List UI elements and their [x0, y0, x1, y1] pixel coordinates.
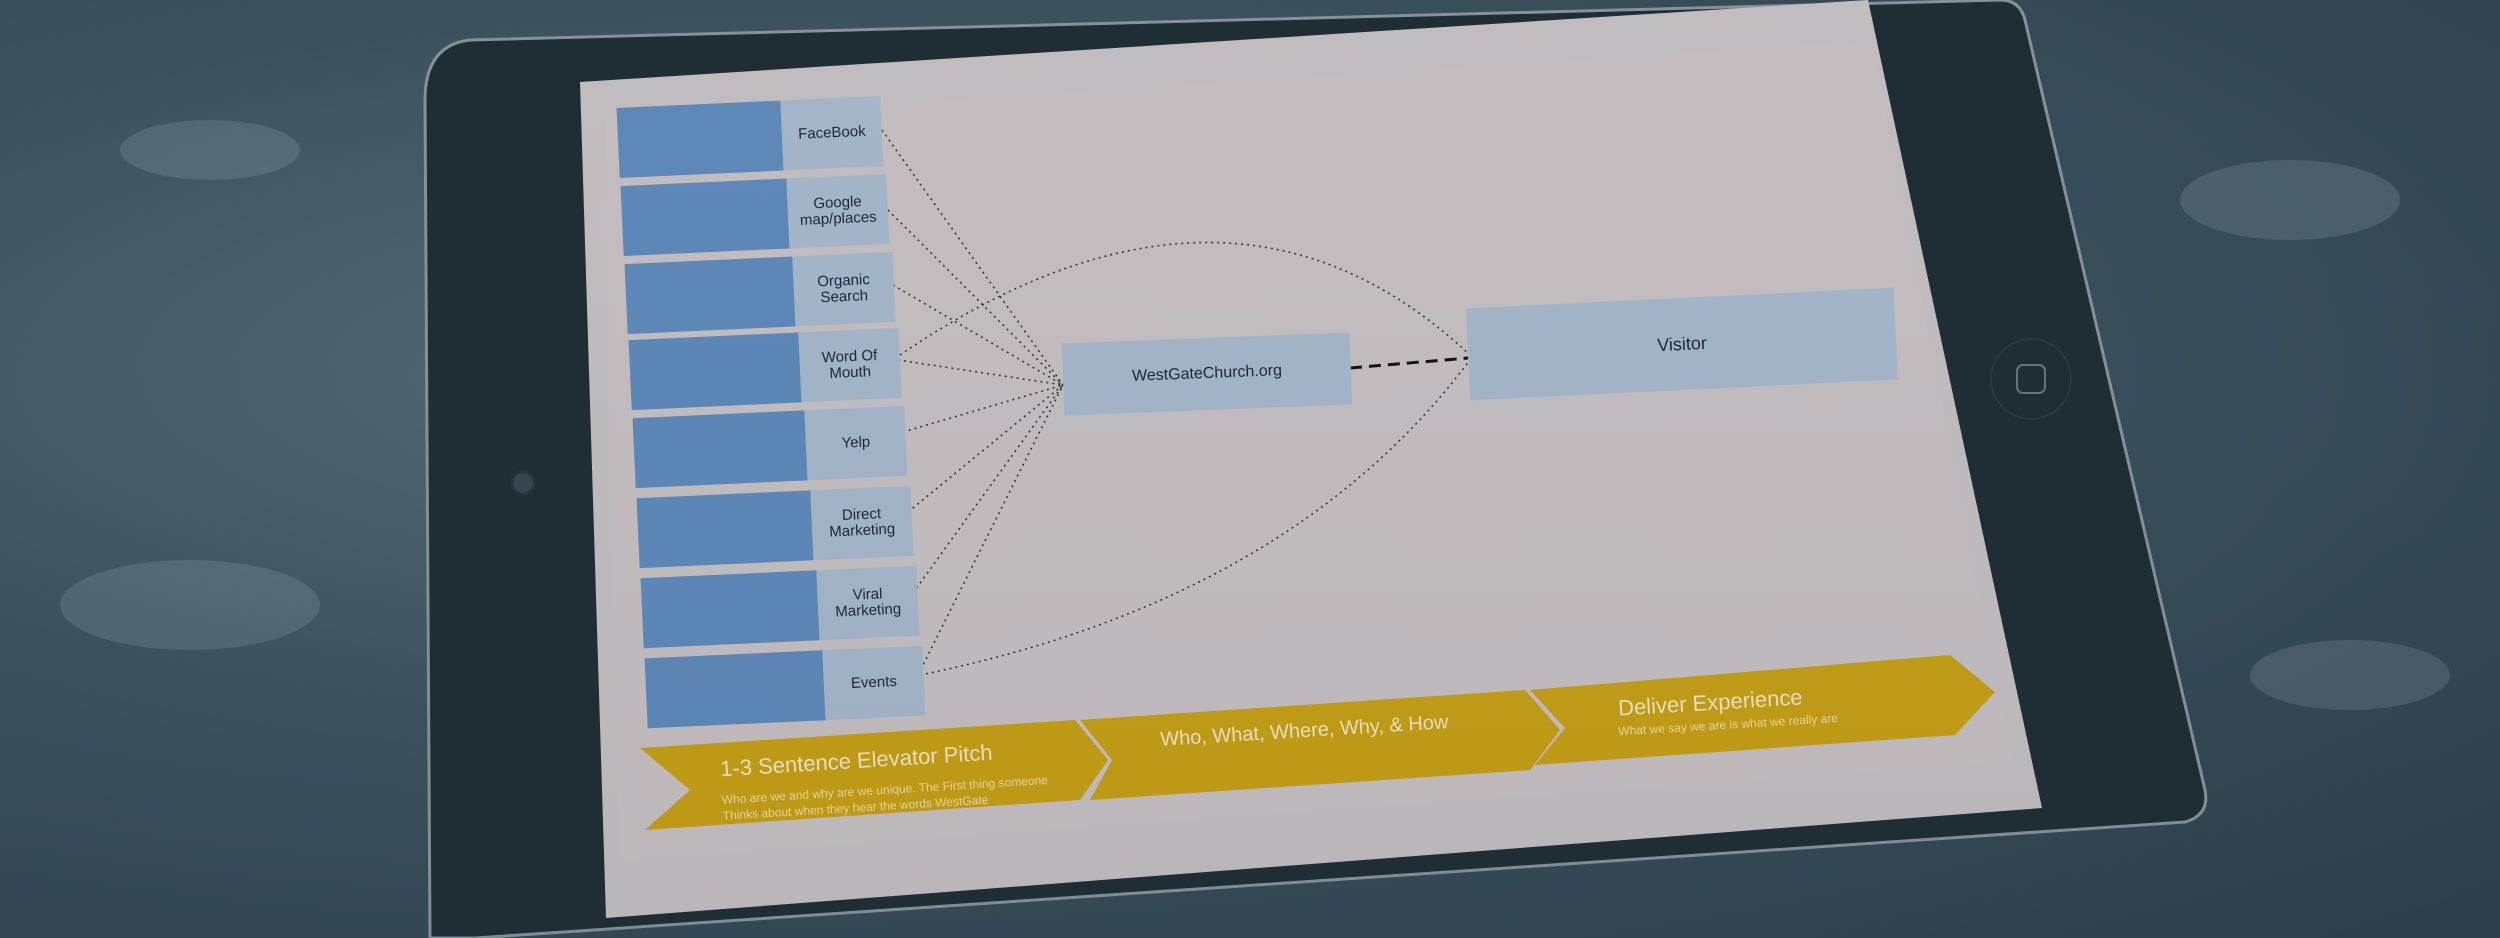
- step-arrow: [1080, 690, 1560, 800]
